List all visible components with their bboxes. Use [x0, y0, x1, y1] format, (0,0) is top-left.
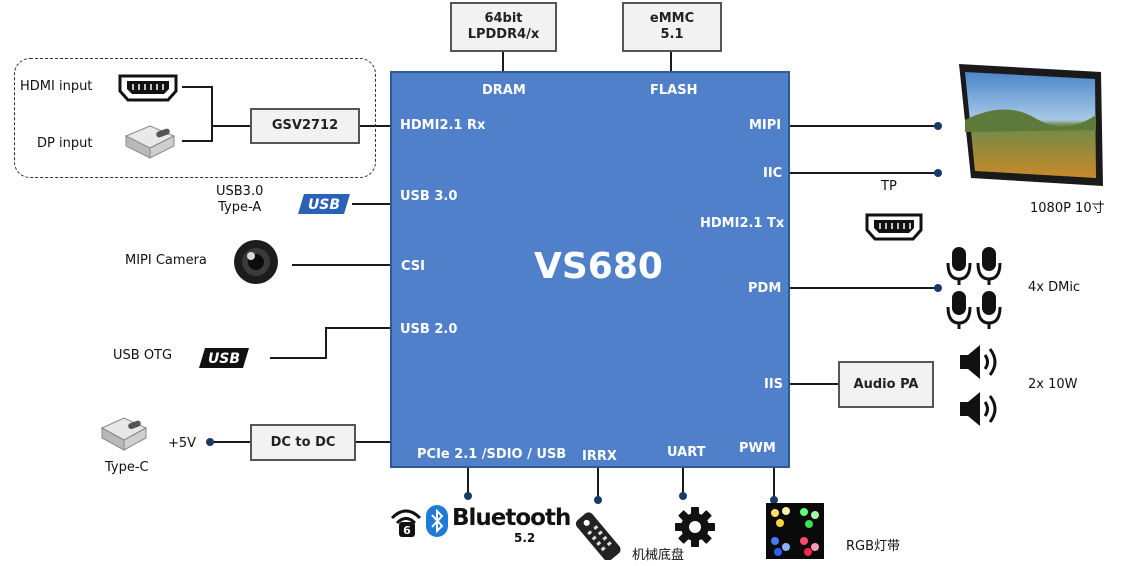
hdmi-input-label: HDMI input — [20, 79, 93, 94]
wifi6-icon: 6 — [390, 509, 422, 537]
pin-iis: IIS — [764, 377, 784, 392]
wifi6-badge-text: 6 — [403, 524, 411, 537]
display-label: 1080P 10寸 — [1030, 201, 1105, 216]
pin-pdm: PDM — [748, 281, 782, 296]
pin-iic: IIC — [763, 166, 783, 181]
bluetooth-label: Bluetooth — [452, 505, 571, 531]
ir-remote-icon — [575, 512, 621, 560]
dram-line1: 64bit — [484, 11, 523, 26]
pin-flash: FLASH — [650, 83, 698, 98]
pin-pwm: PWM — [739, 441, 776, 456]
rgb-label: RGB灯带 — [846, 539, 901, 554]
display-panel-icon — [959, 64, 1103, 186]
dmic-label: 4x DMic — [1028, 280, 1081, 295]
speaker-icon-2 — [960, 392, 997, 426]
plus5v-label: +5V — [168, 436, 197, 451]
dp-input-label: DP input — [37, 136, 93, 151]
usb30-label-line1: USB3.0 — [216, 184, 264, 199]
speaker-label: 2x 10W — [1028, 377, 1078, 392]
usb-logo-black-icon: USB — [199, 348, 249, 368]
pin-uart: UART — [667, 445, 706, 460]
hdmi-out-port-icon — [865, 213, 923, 241]
usb-logo-blue-icon: USB — [298, 194, 350, 214]
type-c-label: Type-C — [105, 460, 149, 475]
usb-otg-logo-text: USB — [208, 351, 240, 367]
gear-icon — [675, 507, 715, 547]
pin-pcie: PCIe 2.1 /SDIO / USB — [417, 447, 567, 462]
chassis-label: 机械底盘 — [632, 548, 685, 563]
pin-usb30: USB 3.0 — [400, 189, 458, 204]
audio-pa-box: Audio PA — [838, 361, 934, 408]
dram-box: 64bit LPDDR4/x — [450, 2, 557, 52]
camera-icon — [234, 240, 278, 284]
dram-line2: LPDDR4/x — [467, 27, 540, 42]
bluetooth-version: 5.2 — [514, 531, 536, 545]
emmc-box: eMMC 5.1 — [622, 2, 722, 52]
type-c-connector-icon — [100, 417, 148, 451]
microphone-array-icon — [946, 247, 1002, 329]
usb30-label-line2: Type-A — [218, 200, 262, 215]
usb30-label: USB3.0 Type-A — [216, 184, 263, 216]
pin-usb20: USB 2.0 — [400, 322, 458, 337]
tp-label: TP — [881, 179, 897, 194]
hdmi-port-icon — [118, 74, 178, 102]
soc-chip — [390, 71, 790, 468]
usb-logo-text: USB — [308, 197, 340, 213]
mipi-camera-label: MIPI Camera — [125, 253, 207, 268]
pin-dram: DRAM — [482, 83, 526, 98]
pin-mipi: MIPI — [749, 118, 782, 133]
bluetooth-icon — [426, 505, 448, 537]
usb-otg-label: USB OTG — [113, 348, 173, 363]
pin-irrx: IRRX — [582, 449, 617, 464]
pin-hdmi-tx: HDMI2.1 Tx — [700, 216, 785, 231]
emmc-line2: 5.1 — [660, 27, 684, 42]
pin-hdmi-rx: HDMI2.1 Rx — [400, 118, 486, 133]
gsv2712-box: GSV2712 — [250, 108, 360, 144]
dc-dc-box: DC to DC — [250, 424, 356, 461]
chip-name: VS680 — [534, 246, 663, 287]
speaker-icon — [960, 345, 997, 379]
rgb-led-strip-icon — [766, 503, 824, 559]
emmc-line1: eMMC — [649, 11, 695, 26]
input-group-outline — [14, 58, 376, 178]
usb-c-connector-icon — [124, 125, 176, 159]
pin-csi: CSI — [401, 259, 425, 274]
